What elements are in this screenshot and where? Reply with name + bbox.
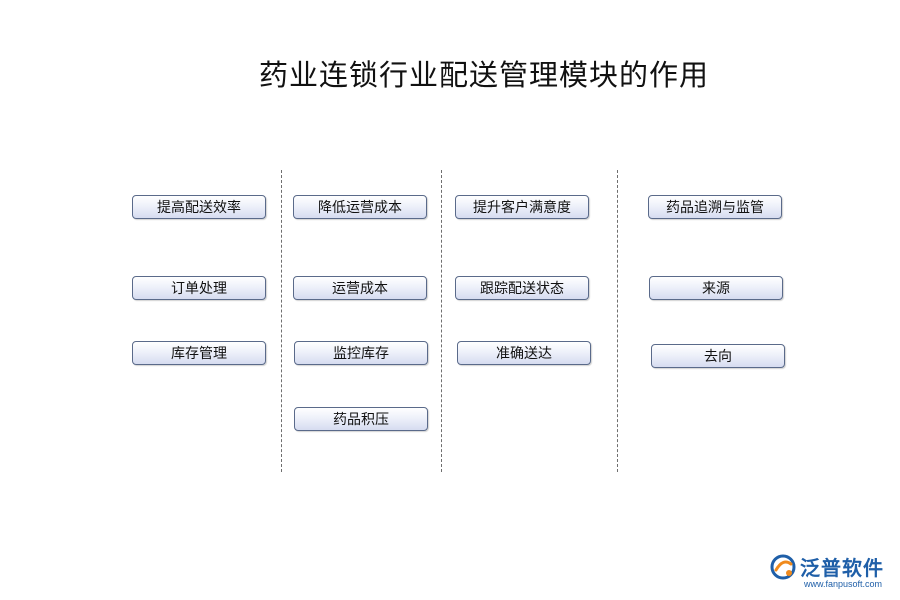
box-reduce-operating-cost: 降低运营成本: [293, 195, 427, 219]
box-improve-customer-satisfaction: 提升客户满意度: [455, 195, 589, 219]
column-divider-3: [617, 170, 618, 472]
box-improve-delivery-efficiency: 提高配送效率: [132, 195, 266, 219]
logo-url: www.fanpusoft.com: [804, 579, 883, 589]
box-operating-cost: 运营成本: [293, 276, 427, 300]
logo-name: 泛普软件: [800, 556, 884, 580]
box-track-delivery-status: 跟踪配送状态: [455, 276, 589, 300]
box-source: 来源: [649, 276, 783, 300]
column-divider-1: [281, 170, 282, 472]
column-divider-2: [441, 170, 442, 472]
page-title: 药业连锁行业配送管理模块的作用: [258, 58, 709, 92]
box-accurate-delivery: 准确送达: [457, 341, 591, 365]
box-inventory-management: 库存管理: [132, 341, 266, 365]
box-monitor-inventory: 监控库存: [294, 341, 428, 365]
box-order-processing: 订单处理: [132, 276, 266, 300]
fanpu-logo-icon: [770, 554, 796, 580]
box-drug-overstock: 药品积压: [294, 407, 428, 431]
box-drug-traceability-supervision: 药品追溯与监管: [648, 195, 782, 219]
fanpu-logo: 泛普软件 www.fanpusoft.com: [770, 552, 892, 594]
box-destination: 去向: [651, 344, 785, 368]
